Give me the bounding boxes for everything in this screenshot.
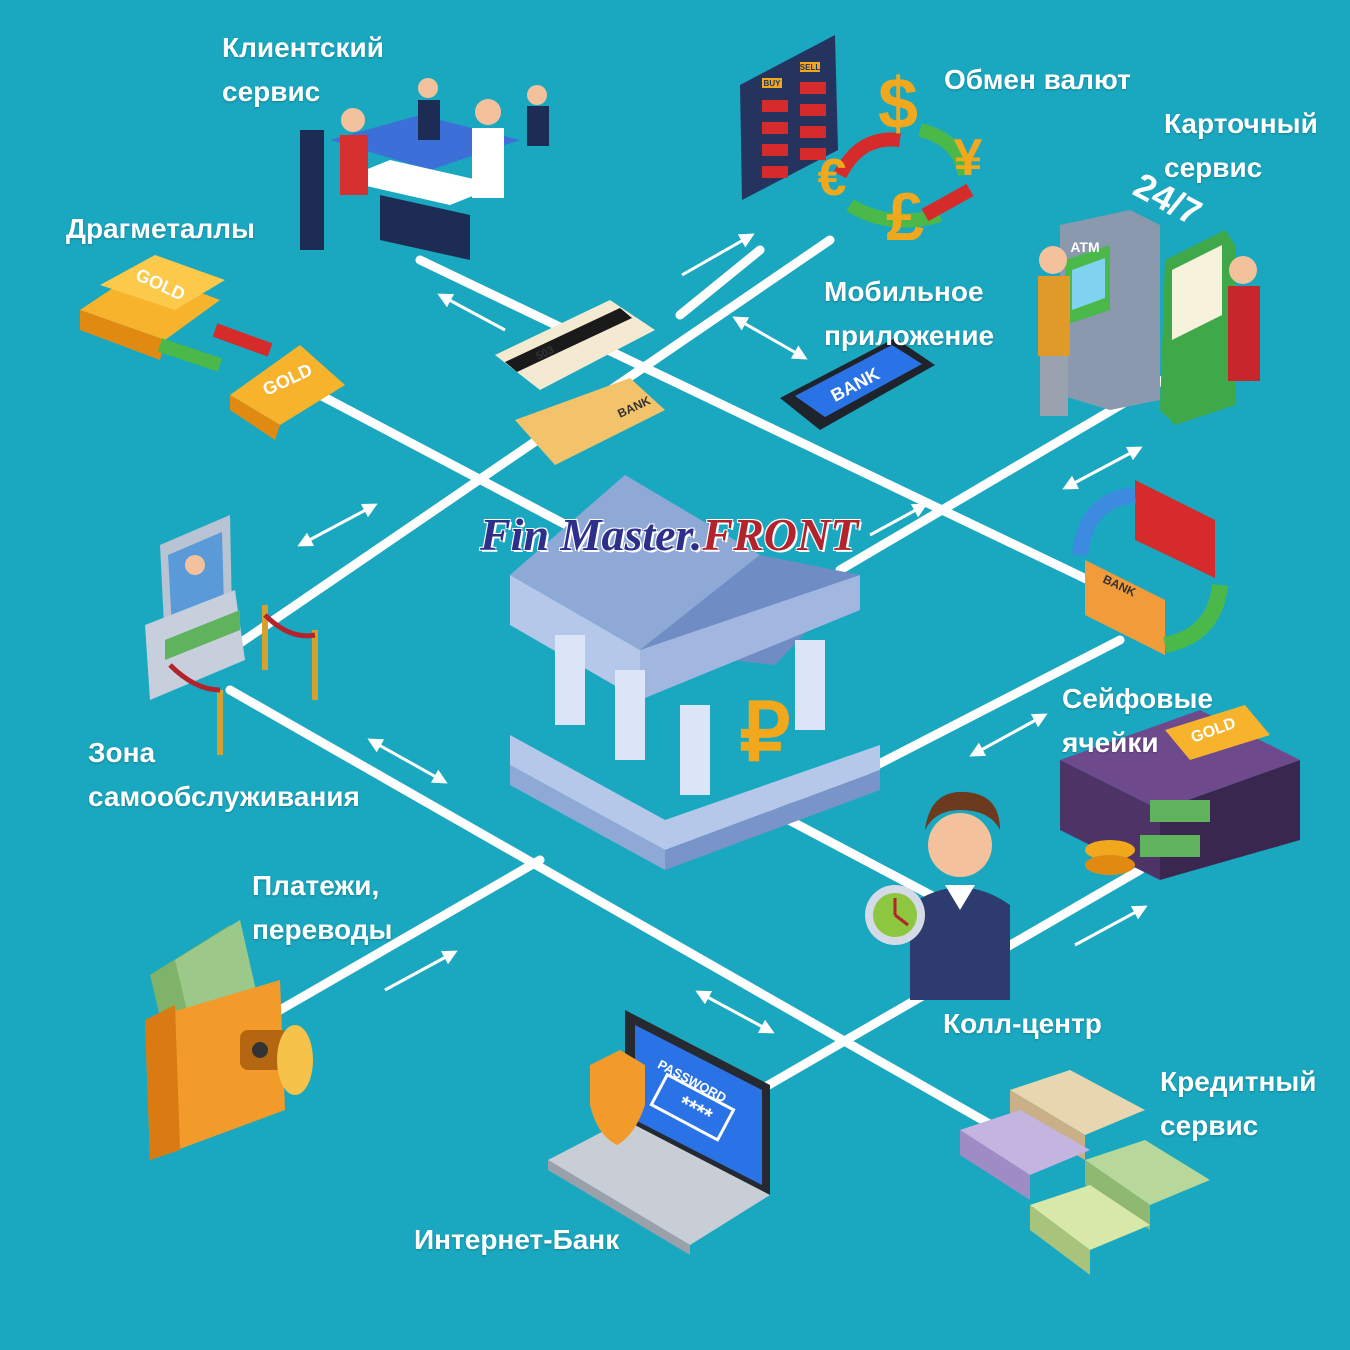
board-sell-label: SELL <box>800 63 821 72</box>
label-line: Мобильное <box>824 276 984 307</box>
label-line: сервис <box>1164 152 1263 183</box>
brand-logo-part-2: Master. <box>560 509 703 560</box>
label-line: приложение <box>824 320 995 351</box>
board-buy-label: BUY <box>764 79 782 88</box>
atm-sign: ATM <box>1070 239 1099 255</box>
bank-building-icon: ₽ <box>510 475 880 870</box>
self-service-kiosk-icon <box>145 515 318 755</box>
pound-sign: £ <box>886 179 924 255</box>
label-line: самообслуживания <box>88 781 360 812</box>
label-line: сервис <box>222 76 321 107</box>
call-center-operator-icon <box>865 791 1010 1000</box>
bank-smartphone-icon: BANK <box>780 338 935 430</box>
label-call-center: Колл-центр <box>943 1002 1102 1046</box>
yen-sign: ¥ <box>954 129 983 187</box>
label-line: Обмен валют <box>944 64 1131 95</box>
dollar-sign: $ <box>878 64 918 144</box>
gold-bars-icon: GOLD GOLD <box>80 255 345 440</box>
client-service-desk-icon <box>300 78 549 260</box>
label-line: Колл-центр <box>943 1008 1102 1039</box>
label-internet-bank: Интернет-Банк <box>414 1218 619 1262</box>
label-line: переводы <box>252 914 393 945</box>
credit-cards-icon: 503 BANK <box>495 300 665 465</box>
label-line: сервис <box>1160 1110 1259 1141</box>
label-line: Клиентский <box>222 32 384 63</box>
label-line: Сейфовые <box>1062 683 1213 714</box>
money-stacks-icon <box>960 1070 1210 1275</box>
brand-logo-part-3: FRONT <box>702 509 859 560</box>
brand-logo: Fin Master.FRONT <box>480 508 858 561</box>
currency-exchange-icon: BUY SELL $ € £ ¥ <box>740 35 983 255</box>
laptop-password-icon: PASSWORD **** <box>548 1010 770 1255</box>
label-line: Зона <box>88 737 156 768</box>
label-client-service: Клиентский сервис <box>222 26 384 114</box>
label-credit-service: Кредитный сервис <box>1160 1060 1317 1148</box>
label-self-service-zone: Зона самообслуживания <box>88 731 360 819</box>
label-card-service: Карточный сервис <box>1164 102 1318 190</box>
label-line: Драгметаллы <box>66 213 255 244</box>
label-line: Кредитный <box>1160 1066 1317 1097</box>
atm-terminal-icon: ATM 24/7 <box>1038 164 1260 425</box>
label-line: Платежи, <box>252 870 380 901</box>
wallet-icon <box>145 920 313 1160</box>
label-currency-exchange: Обмен валют <box>944 58 1131 102</box>
safe-deposit-box-icon: GOLD <box>1060 705 1300 880</box>
ruble-sign: ₽ <box>740 688 791 777</box>
label-payments: Платежи, переводы <box>252 864 392 952</box>
label-line: ячейки <box>1062 727 1159 758</box>
flow-arrows <box>297 233 1148 1034</box>
brand-logo-part-1: Fin <box>480 509 550 560</box>
card-exchange-icon: BANK <box>1072 480 1228 655</box>
label-line: Интернет-Банк <box>414 1224 620 1255</box>
label-precious-metals: Драгметаллы <box>66 207 255 251</box>
label-line: Карточный <box>1164 108 1318 139</box>
label-safe-deposit: Сейфовые ячейки <box>1062 677 1213 765</box>
euro-sign: € <box>818 149 847 207</box>
label-mobile-app: Мобильное приложение <box>824 270 994 358</box>
